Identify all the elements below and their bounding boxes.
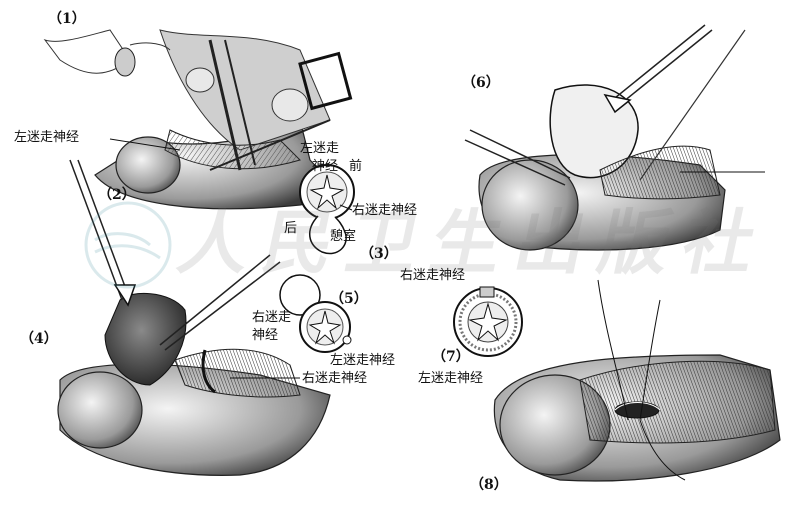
panel-4-drawing: [57, 159, 331, 476]
label-left-vagus-panel1: 左迷走神经: [14, 130, 80, 145]
leader-line: [339, 204, 353, 211]
panel-number-2: （2）: [98, 187, 136, 203]
panel-6-drawing: [464, 24, 765, 251]
panel-number-4: （4）: [20, 331, 58, 347]
label-p3-left-vagus-line2: 神经: [312, 159, 339, 174]
watermark-logo: [84, 201, 172, 289]
panel-number-7: （7）: [432, 349, 470, 365]
panel-8-drawing: [493, 279, 781, 482]
panel-number-3: （3）: [360, 246, 398, 262]
panel-5-diagram: [279, 274, 352, 353]
panel-number-6: （6）: [462, 75, 500, 91]
label-p3-diverticulum: 憩室: [330, 229, 357, 244]
leader-line: [109, 138, 181, 151]
label-p4-right-vagus: 右迷走神经: [302, 371, 368, 386]
label-p5-right-vagus-line1: 右迷走: [252, 310, 292, 325]
label-p3-right-vagus: 右迷走神经: [352, 203, 418, 218]
label-p3-left-vagus-line1: 左迷走: [300, 141, 340, 156]
panel-number-5: （5）: [330, 291, 368, 307]
panel-number-1: （1）: [48, 11, 86, 27]
label-p3-posterior: 后: [284, 221, 298, 236]
label-p7-right-vagus: 右迷走神经: [400, 268, 466, 283]
panel-7-diagram: [453, 286, 523, 357]
label-p3-anterior: 前: [349, 159, 363, 174]
label-p5-left-vagus: 左迷走神经: [330, 353, 396, 368]
panel-3-diagram: [299, 164, 355, 255]
panel-1-drawing: [43, 29, 353, 210]
label-p7-left-vagus: 左迷走神经: [418, 371, 484, 386]
panel-number-8: （8）: [470, 477, 508, 493]
publisher-watermark: 人民卫生出版社: [171, 201, 777, 284]
label-p5-right-vagus-line2: 神经: [252, 328, 279, 343]
